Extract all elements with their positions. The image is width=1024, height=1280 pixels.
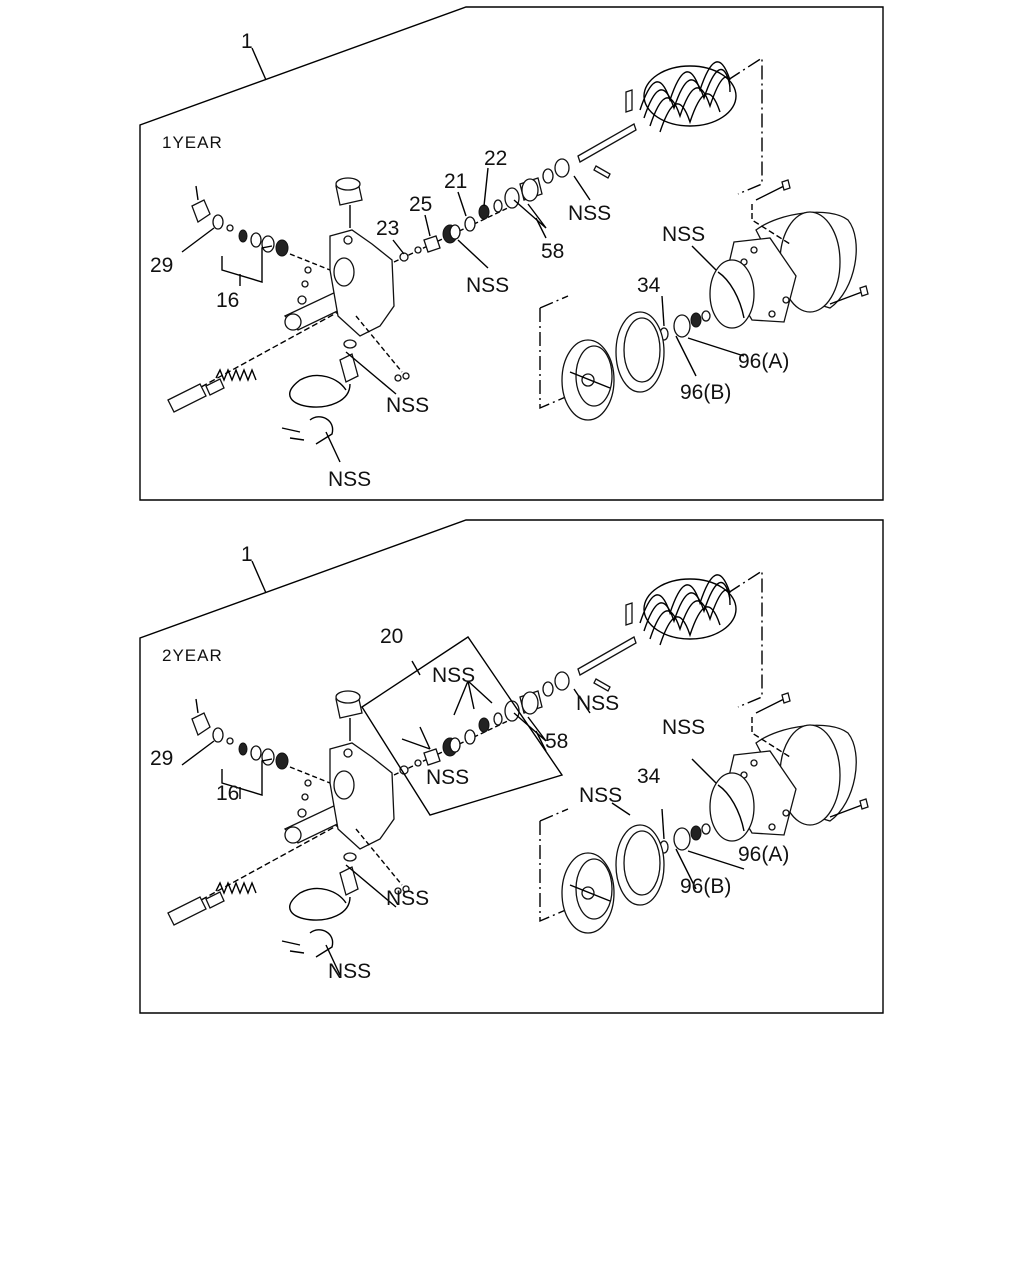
- label-nss-bottom: NSS: [328, 468, 371, 491]
- year-label: 1YEAR: [162, 133, 223, 152]
- label-nss-seal: NSS: [662, 716, 705, 739]
- label-kit-20: 20: [380, 625, 403, 648]
- year-label: 2YEAR: [162, 646, 223, 665]
- label-part-23: 23: [376, 217, 399, 240]
- label-part-22: 22: [484, 147, 507, 170]
- label-nss-pedal: NSS: [662, 223, 705, 246]
- label-part-21: 21: [444, 170, 467, 193]
- label-part-29: 29: [150, 254, 173, 277]
- label-part-96a: 96(A): [738, 843, 789, 866]
- label-part-29: 29: [150, 747, 173, 770]
- label-part-16: 16: [216, 782, 239, 805]
- panel-2year: 2YEAR 1 20 29 16 NSS NSS NSS 58 NSS NSS …: [139, 519, 884, 1014]
- label-part-96b: 96(B): [680, 381, 731, 404]
- label-nss-bottom: NSS: [328, 960, 371, 983]
- label-nss-body: NSS: [386, 394, 429, 417]
- label-part-16: 16: [216, 289, 239, 312]
- label-part-96a: 96(A): [738, 350, 789, 373]
- label-nss-seal: NSS: [466, 274, 509, 297]
- label-part-58: 58: [545, 730, 568, 753]
- label-part-96b: 96(B): [680, 875, 731, 898]
- panel-1year: 1YEAR 1 29 16 23 25 21 22 NSS NSS 58 NSS…: [139, 6, 884, 501]
- label-part-58: 58: [541, 240, 564, 263]
- label-nss-body: NSS: [386, 887, 429, 910]
- label-assembly: 1: [241, 30, 253, 53]
- label-assembly: 1: [241, 543, 253, 566]
- label-part-25: 25: [409, 193, 432, 216]
- label-nss-ring: NSS: [579, 784, 622, 807]
- label-part-34: 34: [637, 765, 661, 788]
- label-nss-kit-top: NSS: [432, 664, 475, 687]
- label-part-34: 34: [637, 274, 661, 297]
- label-nss-snap: NSS: [576, 692, 619, 715]
- label-nss-kit-bottom: NSS: [426, 766, 469, 789]
- label-nss-snap: NSS: [568, 202, 611, 225]
